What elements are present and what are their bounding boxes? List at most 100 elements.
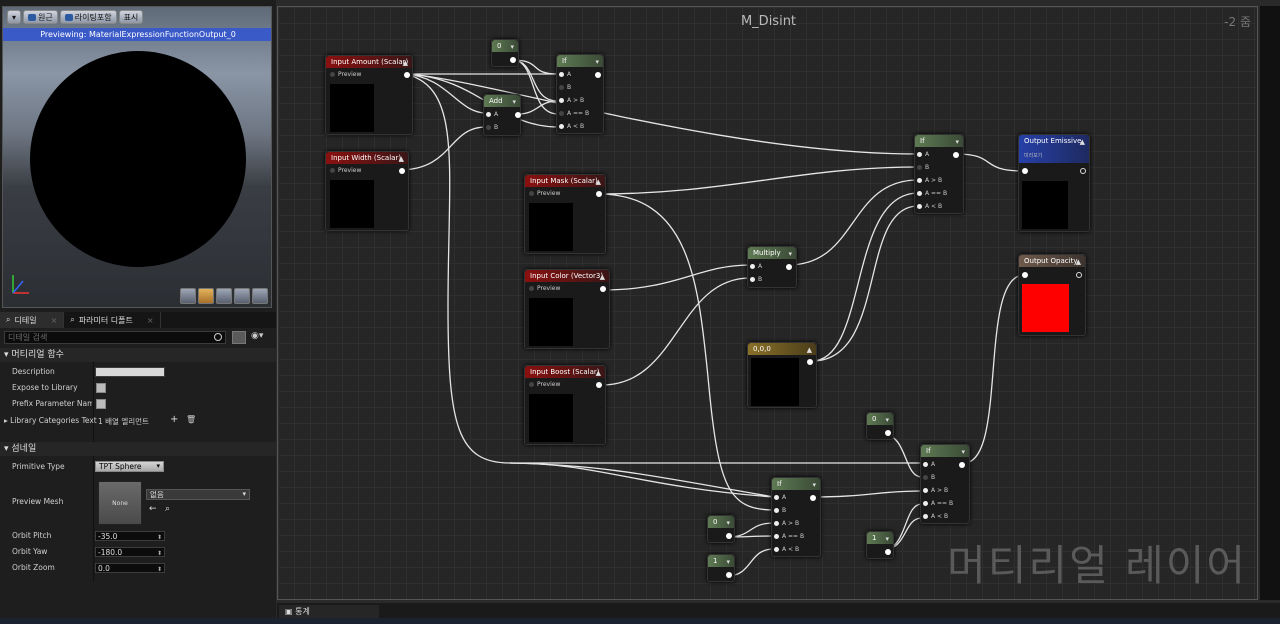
output-pin[interactable]	[885, 549, 891, 555]
output-pin[interactable]	[726, 533, 732, 539]
node-add[interactable]: Add▾ A B	[483, 94, 521, 136]
output-pin[interactable]	[959, 462, 965, 468]
property-matrix-button[interactable]	[232, 331, 246, 344]
node-constant-zero[interactable]: 0▾	[707, 515, 735, 543]
use-selected-arrow-icon[interactable]: ←	[149, 504, 157, 514]
node-if-4[interactable]: If▾ A B A > B A == B A < B	[771, 477, 821, 557]
expose-checkbox[interactable]	[96, 383, 106, 393]
orbit-pitch-input[interactable]: -35.0⬍	[95, 531, 165, 541]
chevron-down-icon: ▾	[12, 12, 17, 22]
node-if-3[interactable]: If▾ A B A > B A == B A < B	[920, 444, 970, 524]
output-pin[interactable]	[953, 152, 959, 158]
output-pin[interactable]	[399, 168, 405, 174]
mesh-thumbnail[interactable]: None	[98, 481, 142, 525]
node-multiply[interactable]: Multiply▾ A B	[747, 246, 797, 288]
node-input-width[interactable]: Input Width (Scalar)▲ Preview	[325, 151, 409, 231]
collapse-arrow-icon[interactable]: ▲	[402, 59, 408, 67]
node-constant-one[interactable]: 1▾	[707, 554, 735, 582]
preview-shape-buttons	[180, 288, 268, 304]
output-pin[interactable]	[810, 495, 816, 501]
preview-mesh-dropdown[interactable]: 없음▾	[146, 489, 250, 500]
node-constant-one[interactable]: 1▾	[866, 531, 894, 559]
prefix-checkbox[interactable]	[96, 399, 106, 409]
collapse-arrow-icon[interactable]: ▲	[599, 273, 605, 281]
tab-stats[interactable]: ▣ 통계	[279, 605, 379, 618]
custom-mesh-button[interactable]	[252, 288, 268, 304]
node-input-amount[interactable]: Input Amount (Scalar)▲ Preview	[325, 55, 413, 135]
preview-sphere	[30, 51, 246, 267]
wire-layer	[398, 59, 1025, 577]
tab-details[interactable]: ⌕디테일×	[0, 312, 65, 328]
output-pin[interactable]	[515, 112, 521, 118]
os-taskbar	[0, 618, 1280, 624]
details-search-input[interactable]: 디테일 검색	[4, 331, 226, 344]
close-icon[interactable]: ×	[146, 315, 154, 325]
output-pin[interactable]	[1080, 168, 1086, 174]
add-icon[interactable]: +	[170, 414, 179, 425]
wire	[511, 59, 559, 75]
plane-shape-button[interactable]	[216, 288, 232, 304]
output-pin[interactable]	[807, 359, 813, 365]
previewing-banner: Previewing: MaterialExpressionFunctionOu…	[3, 28, 271, 41]
output-pin[interactable]	[600, 286, 606, 292]
wire	[601, 277, 751, 386]
graph-watermark: 머티리얼 레이어	[947, 541, 1247, 590]
output-pin[interactable]	[1076, 272, 1082, 278]
browse-search-icon[interactable]: ⌕	[165, 504, 171, 514]
section-thumbnail[interactable]: ▾ 섬네일	[0, 442, 276, 456]
node-if[interactable]: If▾ A B A > B A == B A < B	[556, 54, 604, 134]
material-preview-viewport[interactable]: ▾ 원근 라이팅포함 표시 Previewing: MaterialExpres…	[2, 6, 272, 308]
node-output-opacity[interactable]: Output Opacity▲	[1018, 254, 1086, 336]
view-options-button[interactable]: ▾	[7, 10, 22, 24]
show-button[interactable]: 표시	[118, 10, 144, 24]
expand-arrow-icon[interactable]: ▸	[4, 416, 8, 425]
collapse-arrow-icon[interactable]: ▲	[595, 178, 601, 186]
wire	[811, 192, 919, 362]
output-pin[interactable]	[404, 72, 410, 78]
chevron-down-icon: ▾	[156, 462, 160, 470]
output-pin[interactable]	[510, 57, 516, 63]
node-input-boost[interactable]: Input Boost (Scalar)▲ Preview	[524, 365, 606, 445]
section-material-function[interactable]: ▾ 머티리얼 함수	[0, 348, 276, 362]
collapse-arrow-icon[interactable]: ▲	[1079, 138, 1085, 146]
node-preview	[330, 84, 374, 132]
output-pin[interactable]	[726, 572, 732, 578]
output-pin[interactable]	[595, 72, 601, 78]
sphere-shape-button[interactable]	[198, 288, 214, 304]
lit-button[interactable]: 라이팅포함	[59, 10, 117, 24]
trash-icon[interactable]: 🗑	[186, 415, 197, 424]
input-pin[interactable]	[1022, 168, 1028, 174]
wire	[963, 274, 1025, 464]
primitive-type-dropdown[interactable]: TPT Sphere▾	[95, 461, 164, 472]
tab-parameter-defaults[interactable]: ⌕파라미터 디폴트×	[64, 312, 161, 328]
output-pin[interactable]	[596, 191, 602, 197]
node-output-emissive[interactable]: Output Emissive▲ 미리보기	[1018, 134, 1090, 232]
node-if-2[interactable]: If▾ A B A > B A == B A < B	[914, 134, 964, 214]
cylinder-shape-button[interactable]	[180, 288, 196, 304]
collapse-arrow-icon[interactable]: ▲	[1075, 258, 1081, 266]
output-pin[interactable]	[885, 430, 891, 436]
close-icon[interactable]: ×	[50, 315, 58, 325]
node-input-mask[interactable]: Input Mask (Scalar)▲ Preview	[524, 174, 606, 254]
perspective-button[interactable]: 원근	[23, 10, 58, 24]
row-orbit-zoom: Orbit Zoom 0.0⬍	[0, 560, 276, 576]
output-pin[interactable]	[596, 382, 602, 388]
orbit-yaw-input[interactable]: -180.0⬍	[95, 547, 165, 557]
material-graph-canvas[interactable]: M_Disint -2 줌 머티리얼 레이어 Input Amount (Sca…	[277, 6, 1258, 600]
node-constant-zero[interactable]: 0▾	[491, 39, 519, 67]
left-panel: ▾ 원근 라이팅포함 표시 Previewing: MaterialExpres…	[0, 0, 276, 624]
input-pin[interactable]	[1022, 272, 1028, 278]
collapse-arrow-icon[interactable]: ▲	[595, 369, 601, 377]
eye-icon[interactable]: ◉▾	[251, 331, 264, 341]
cube-shape-button[interactable]	[234, 288, 250, 304]
node-constant-zero[interactable]: 0▾	[866, 412, 894, 440]
collapse-arrow-icon[interactable]: ▲	[398, 155, 404, 163]
node-input-color[interactable]: Input Color (Vector3)▲ Preview	[524, 269, 610, 349]
row-orbit-yaw: Orbit Yaw -180.0⬍	[0, 544, 276, 560]
output-pin[interactable]	[786, 264, 792, 270]
description-field[interactable]	[95, 367, 165, 377]
opacity-preview-swatch	[1022, 284, 1069, 332]
magnifier-icon: ⌕	[6, 315, 11, 324]
orbit-zoom-input[interactable]: 0.0⬍	[95, 563, 165, 573]
node-constant-vector3[interactable]: 0,0,0▲	[747, 342, 817, 408]
